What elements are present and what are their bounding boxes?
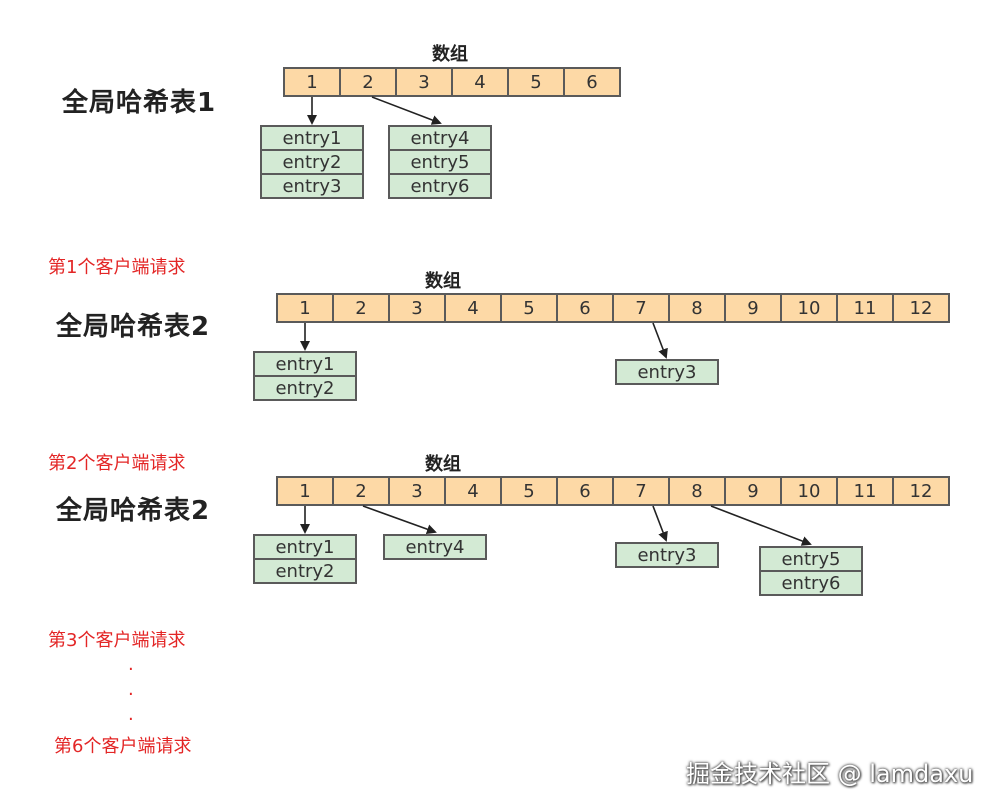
- entry-cell: entry4: [383, 534, 487, 560]
- array-cell: 7: [612, 293, 670, 323]
- request-label-6: 第6个客户端请求: [54, 736, 192, 757]
- entry-cell: entry3: [260, 173, 364, 199]
- entry-cell: entry3: [615, 359, 719, 385]
- array-cell: 1: [276, 293, 334, 323]
- array-cell: 6: [556, 293, 614, 323]
- array-cell: 10: [780, 293, 838, 323]
- array-cell: 8: [668, 293, 726, 323]
- array-label-3: 数组: [425, 454, 461, 475]
- array-cell: 4: [444, 293, 502, 323]
- entry-cell: entry2: [253, 558, 357, 584]
- hash-table-1-title: 全局哈希表1: [62, 88, 217, 118]
- entry-cell: entry6: [759, 570, 863, 596]
- hash-table-2-title: 全局哈希表2: [56, 312, 211, 342]
- watermark: 掘金技术社区 @ lamdaxu: [686, 760, 974, 788]
- array-cell: 4: [451, 67, 509, 97]
- entry-cell: entry3: [615, 542, 719, 568]
- ellipsis-dot-1: .: [128, 654, 134, 675]
- array-cell: 11: [836, 476, 894, 506]
- array-cell: 1: [276, 476, 334, 506]
- bucket-2-2: entry3: [615, 359, 719, 385]
- array-cell: 3: [388, 476, 446, 506]
- entry-cell: entry1: [253, 351, 357, 377]
- array-label-1: 数组: [432, 44, 468, 65]
- array-cell: 9: [724, 476, 782, 506]
- arrow-1-2: [371, 96, 442, 125]
- array-cell: 2: [332, 293, 390, 323]
- arrow-3-4: [710, 505, 812, 546]
- array-cell: 3: [388, 293, 446, 323]
- entry-cell: entry5: [759, 546, 863, 572]
- request-label-1: 第1个客户端请求: [48, 257, 186, 278]
- request-label-3: 第3个客户端请求: [48, 630, 186, 651]
- array-cell: 5: [500, 476, 558, 506]
- array-cell: 5: [507, 67, 565, 97]
- arrow-2-2: [652, 322, 668, 359]
- ellipsis-dot-3: .: [128, 704, 134, 725]
- ellipsis-dot-2: .: [128, 679, 134, 700]
- array-cell: 6: [563, 67, 621, 97]
- entry-cell: entry2: [260, 149, 364, 175]
- bucket-3-3: entry3: [615, 542, 719, 568]
- array-cell: 2: [332, 476, 390, 506]
- array-cell: 4: [444, 476, 502, 506]
- bucket-3-2: entry4: [383, 534, 487, 560]
- array-cell: 5: [500, 293, 558, 323]
- array-cell: 1: [283, 67, 341, 97]
- array-label-2: 数组: [425, 271, 461, 292]
- array-cell: 12: [892, 293, 950, 323]
- array-cell: 12: [892, 476, 950, 506]
- arrow-3-3: [652, 505, 668, 542]
- arrow-3-2: [362, 505, 437, 534]
- entry-cell: entry6: [388, 173, 492, 199]
- hash-table-3-title: 全局哈希表2: [56, 496, 211, 526]
- request-label-2: 第2个客户端请求: [48, 453, 186, 474]
- entry-cell: entry2: [253, 375, 357, 401]
- array-cell: 11: [836, 293, 894, 323]
